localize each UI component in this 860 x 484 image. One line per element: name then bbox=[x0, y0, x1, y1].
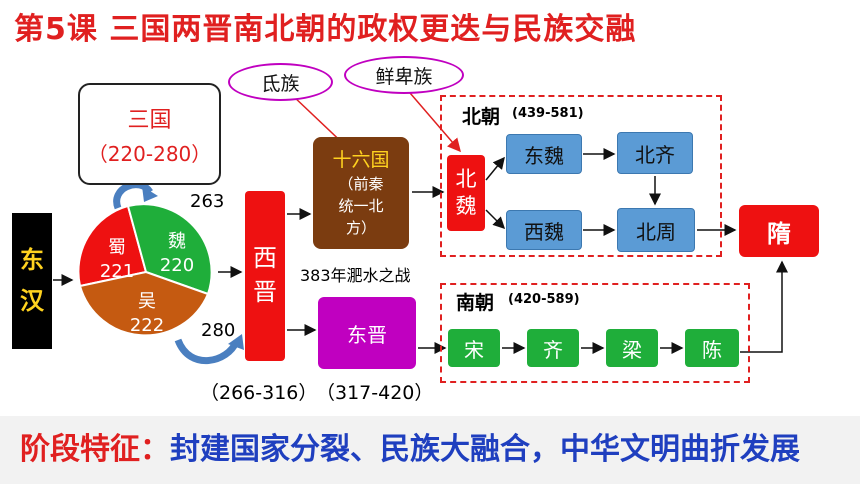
sixteen-line-1: （前秦 bbox=[338, 175, 384, 194]
donghan-char-2: 汉 bbox=[20, 287, 44, 315]
arrow-beiwei-xiwei bbox=[485, 209, 506, 230]
chen-box: 陈 bbox=[685, 329, 739, 367]
pie-slice-wu bbox=[78, 270, 210, 337]
nanchao-years: (420-589) bbox=[508, 292, 580, 307]
xijin-box: 西 晋 bbox=[245, 191, 285, 361]
label-feishui: 383年淝水之战 bbox=[300, 266, 411, 285]
song-label: 宋 bbox=[464, 337, 484, 362]
qi-label: 齐 bbox=[543, 337, 563, 362]
page-title: 第5课 三国两晋南北朝的政权更迭与民族交融 bbox=[14, 12, 637, 47]
pie-label-shu: 蜀 221 bbox=[92, 236, 142, 285]
beichao-title: 北朝 bbox=[462, 106, 501, 128]
stage-feature-text: 封建国家分裂、民族大融合，中华文明曲折发展 bbox=[170, 432, 800, 467]
dongwei-box: 东魏 bbox=[506, 134, 582, 174]
xijin-char-1: 西 bbox=[253, 244, 277, 273]
arrow-xianbei-beiwei bbox=[403, 85, 461, 153]
arrow-chen-sui bbox=[740, 260, 788, 353]
stage-feature-label: 阶段特征： bbox=[20, 432, 170, 467]
sixteen-line-3: 方） bbox=[345, 218, 376, 237]
curve-arrow-top-head bbox=[142, 186, 158, 202]
beichao-years: (439-581) bbox=[512, 106, 584, 121]
stage-feature: 阶段特征：封建国家分裂、民族大融合，中华文明曲折发展 bbox=[20, 424, 860, 474]
wu-year: 222 bbox=[129, 315, 165, 337]
shu-year: 221 bbox=[99, 261, 135, 283]
song-box: 宋 bbox=[448, 329, 500, 367]
beiwei-box: 北 魏 bbox=[447, 155, 485, 231]
shu-name: 蜀 bbox=[108, 237, 126, 258]
sanguo-years: （220-280） bbox=[87, 141, 212, 166]
curve-arrow-bottom-head bbox=[228, 334, 244, 350]
xijin-char-2: 晋 bbox=[253, 278, 277, 306]
wei-name: 魏 bbox=[168, 231, 186, 252]
pie-label-wei: 魏 220 bbox=[150, 230, 204, 279]
beizhou-label: 北周 bbox=[636, 219, 676, 244]
tribe-xianbei-oval: 鲜卑族 bbox=[344, 56, 464, 94]
liang-label: 梁 bbox=[622, 337, 642, 362]
label-xijin-years: （266-316） bbox=[200, 382, 318, 404]
wei-year: 220 bbox=[159, 255, 195, 277]
label-280: 280 bbox=[201, 320, 236, 341]
chen-label: 陈 bbox=[702, 337, 722, 362]
dongjin-box: 东晋 bbox=[318, 297, 416, 369]
arrow-beiwei-dongwei bbox=[485, 156, 505, 181]
sanguo-pie bbox=[77, 203, 213, 337]
liang-box: 梁 bbox=[606, 329, 658, 367]
beiqi-box: 北齐 bbox=[617, 132, 693, 174]
dongwei-label: 东魏 bbox=[524, 143, 564, 168]
tribe-di-label: 氐族 bbox=[261, 72, 300, 95]
pie-label-wu: 吴 222 bbox=[120, 290, 174, 339]
curve-arrow-top bbox=[113, 181, 153, 210]
beizhou-box: 北周 bbox=[617, 208, 695, 252]
nanchao-region bbox=[440, 283, 750, 383]
sixteen-head: 十六国 bbox=[332, 148, 390, 171]
dongjin-label: 东晋 bbox=[347, 322, 387, 347]
beiwei-char-2: 魏 bbox=[455, 194, 477, 218]
curve-arrow-bottom bbox=[174, 338, 240, 364]
pie-slice-wei bbox=[126, 203, 213, 296]
beiqi-label: 北齐 bbox=[635, 142, 675, 167]
tribe-xianbei-label: 鲜卑族 bbox=[375, 65, 433, 88]
beichao-region bbox=[440, 95, 722, 257]
sui-box: 隋 bbox=[739, 205, 819, 257]
sanguo-box: 三国 （220-280） bbox=[78, 83, 221, 185]
wu-name: 吴 bbox=[138, 291, 156, 312]
sixteen-line-2: 统一北 bbox=[338, 196, 384, 215]
label-263: 263 bbox=[190, 191, 225, 212]
footer-bar bbox=[0, 416, 860, 484]
tribe-di-oval: 氐族 bbox=[228, 63, 333, 101]
xiwei-label: 西魏 bbox=[524, 219, 564, 244]
beiwei-char-1: 北 bbox=[455, 166, 477, 191]
qi-box: 齐 bbox=[527, 329, 579, 367]
donghan-box: 东 汉 bbox=[12, 213, 52, 349]
sixteen-kingdoms-box: 十六国 （前秦 统一北 方） bbox=[313, 137, 409, 249]
sui-label: 隋 bbox=[767, 219, 791, 248]
nanchao-title: 南朝 bbox=[456, 292, 495, 314]
donghan-char-1: 东 bbox=[20, 246, 44, 275]
label-dongjin-years: （317-420） bbox=[316, 382, 434, 404]
pie-slice-shu bbox=[77, 204, 148, 288]
xiwei-box: 西魏 bbox=[506, 210, 582, 250]
sanguo-title: 三国 bbox=[127, 107, 172, 133]
